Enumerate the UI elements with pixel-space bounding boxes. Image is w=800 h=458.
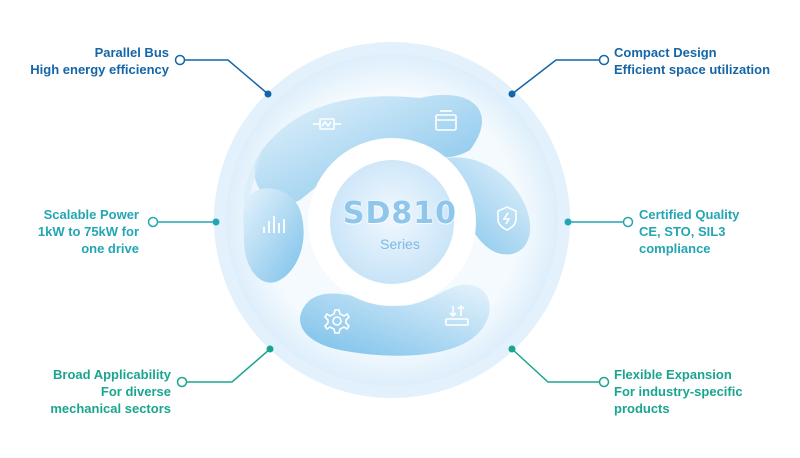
blob-bottom (300, 284, 490, 356)
connector-certified-quality (564, 216, 634, 228)
connector-scalable-power (147, 216, 220, 228)
feature-subtitle: CE, STO, SIL3 compliance (639, 224, 726, 256)
feature-title: Flexible Expansion (614, 367, 732, 382)
feature-title: Compact Design (614, 45, 717, 60)
blob-band-soft (243, 150, 262, 203)
connector-compact-design (508, 54, 610, 98)
feature-subtitle: For industry-specific products (614, 384, 743, 416)
connector-broad-applicability (176, 345, 274, 388)
feature-parallel-bus: Parallel Bus High energy efficiency (30, 44, 169, 78)
feature-title: Parallel Bus (94, 45, 169, 60)
feature-subtitle: 1kW to 75kW for one drive (37, 224, 139, 256)
gear-icon (323, 309, 351, 334)
feature-compact-design: Compact Design Efficient space utilizati… (614, 44, 770, 78)
feature-subtitle: Efficient space utilization (614, 62, 771, 77)
feature-broad-applicability: Broad Applicability For diverse mechanic… (31, 366, 171, 417)
resistor-icon (313, 118, 341, 130)
connector-parallel-bus (174, 54, 272, 98)
feature-title: Scalable Power (43, 207, 139, 222)
io-transfer-icon (445, 304, 469, 326)
feature-subtitle: For diverse mechanical sectors (50, 384, 171, 416)
power-bars-icon (263, 216, 285, 233)
feature-flexible-expansion: Flexible Expansion For industry-specific… (614, 366, 754, 417)
feature-title: Broad Applicability (53, 367, 171, 382)
product-title: SD810 (342, 196, 458, 231)
feature-subtitle: High energy efficiency (30, 62, 169, 77)
connector-flexible-expansion (508, 345, 610, 388)
feature-scalable-power: Scalable Power 1kW to 75kW for one drive (27, 206, 139, 257)
module-icon (435, 110, 457, 131)
shield-bolt-icon (497, 206, 517, 231)
feature-title: Certified Quality (639, 207, 740, 222)
feature-certified-quality: Certified Quality CE, STO, SIL3 complian… (639, 206, 754, 257)
product-subtitle: Series (380, 236, 420, 252)
blob-left (243, 188, 304, 283)
core-circle (330, 160, 454, 284)
